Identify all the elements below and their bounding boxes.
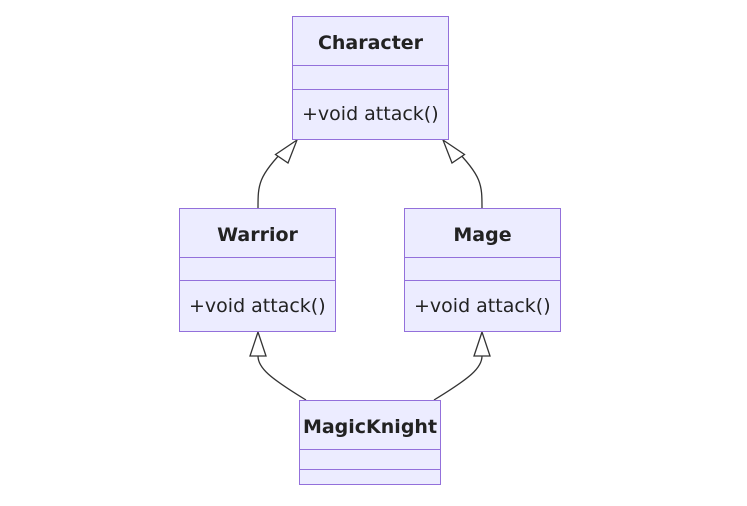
inheritance-arrowhead-mage <box>473 329 491 357</box>
class-magicknight[interactable]: MagicKnight <box>299 400 441 485</box>
class-warrior-name: Warrior <box>217 224 298 246</box>
class-character-name: Character <box>318 32 424 54</box>
edge-magicknight-to-mage <box>433 355 483 401</box>
class-mage-name: Mage <box>453 224 511 246</box>
inheritance-arrowhead-character-left <box>274 138 299 164</box>
inheritance-arrowhead-character-right <box>441 138 466 164</box>
class-character-box <box>292 16 449 140</box>
class-warrior[interactable]: Warrior +void attack() <box>179 208 336 332</box>
inheritance-edges <box>249 138 491 401</box>
class-warrior-method: +void attack() <box>189 295 326 317</box>
class-warrior-box <box>179 208 336 332</box>
class-mage[interactable]: Mage +void attack() <box>404 208 561 332</box>
edge-magicknight-to-warrior <box>257 355 307 401</box>
class-magicknight-name: MagicKnight <box>303 416 437 438</box>
class-character[interactable]: Character +void attack() <box>292 16 449 140</box>
class-mage-method: +void attack() <box>414 295 551 317</box>
class-character-method: +void attack() <box>302 103 439 125</box>
class-mage-box <box>404 208 561 332</box>
class-magicknight-box <box>299 400 441 485</box>
inheritance-arrowhead-warrior <box>249 329 267 357</box>
